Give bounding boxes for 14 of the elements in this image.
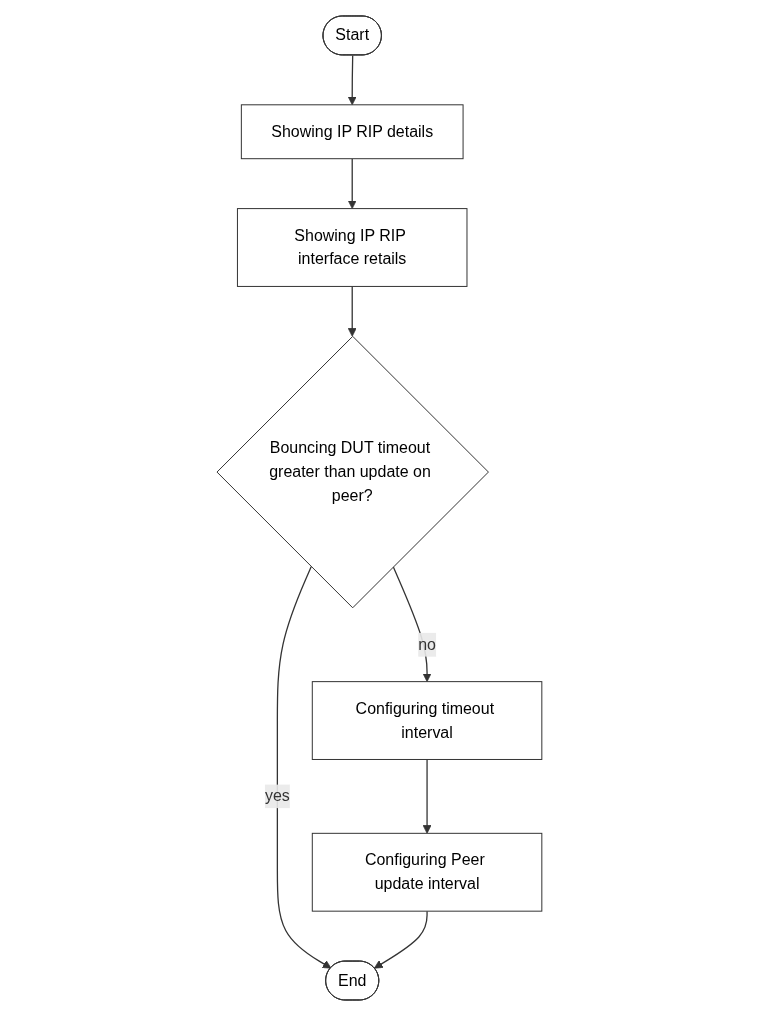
arrow [347, 54, 357, 106]
node-box: Configuring Peer update interval [311, 832, 542, 912]
node-box: Showing IP RIP interface retails [236, 208, 468, 287]
arrow [422, 758, 432, 834]
node-box: Configuring timeout interval [311, 681, 542, 760]
node-box: Showing IP RIP details [240, 104, 464, 160]
arrow [276, 566, 331, 969]
node-diamond: Bouncing DUT timeout greater than update on peer? [216, 335, 489, 609]
arrow [373, 910, 428, 969]
edge-label: no [417, 635, 436, 653]
arrow [347, 158, 357, 209]
arrow [392, 566, 432, 683]
edge-label: yes [264, 787, 290, 805]
arrow [347, 285, 357, 337]
